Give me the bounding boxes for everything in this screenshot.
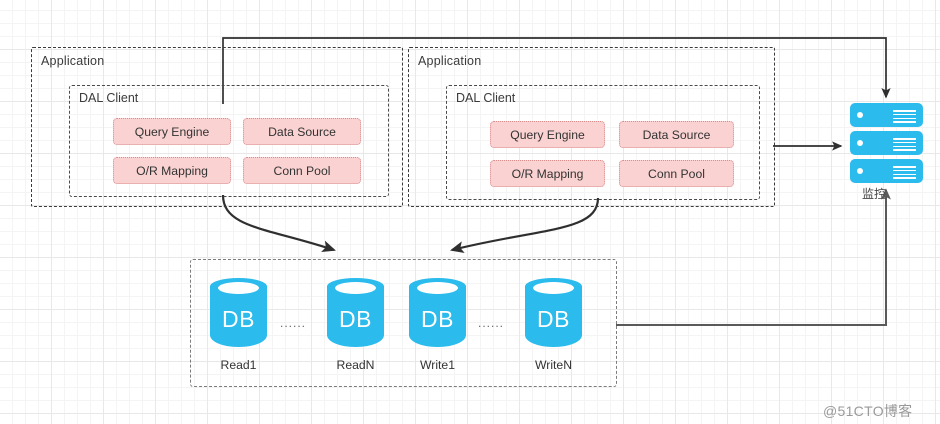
connector-db-to-server-monitor [616, 188, 891, 326]
dal-client-box-right: DAL Client [446, 85, 760, 200]
database-icon: DB [409, 278, 466, 355]
application-box-left: Application [31, 47, 403, 207]
database-icon-text: DB [339, 306, 372, 332]
database-caption-write1: Write1 [420, 358, 455, 372]
dal-client-box-left: DAL Client [69, 85, 389, 197]
monitor-connector-label: 监控 [862, 187, 887, 201]
database-icon: DB [327, 278, 384, 355]
database-icon-text: DB [222, 306, 255, 332]
database-separator-2: ...... [478, 316, 505, 330]
database-icon-text: DB [421, 306, 454, 332]
database-icon-text: DB [537, 306, 570, 332]
database-icon: DB [525, 278, 582, 355]
database-write1[interactable]: DB Write1 [409, 278, 466, 372]
dal-client-label-left: DAL Client [79, 91, 139, 105]
server-unit-3 [850, 159, 923, 183]
application-box-right: Application [408, 47, 775, 207]
component-or-mapping-right[interactable]: O/R Mapping [490, 160, 605, 187]
database-writen[interactable]: DB WriteN [525, 278, 582, 372]
server-vents-icon [893, 166, 916, 181]
server-vents-icon [893, 110, 916, 125]
database-separator-1: ...... [280, 316, 307, 330]
database-icon: DB [210, 278, 267, 355]
component-conn-pool-right[interactable]: Conn Pool [619, 160, 734, 187]
database-caption-readn: ReadN [336, 358, 375, 372]
server-led-icon [857, 112, 863, 118]
database-caption-read1: Read1 [220, 358, 257, 372]
component-query-engine-left[interactable]: Query Engine [113, 118, 231, 145]
application-label-left: Application [41, 54, 105, 68]
server-vents-icon [893, 138, 916, 153]
dal-client-label-right: DAL Client [456, 91, 516, 105]
server-led-icon [857, 168, 863, 174]
database-caption-writen: WriteN [534, 358, 572, 372]
component-or-mapping-left[interactable]: O/R Mapping [113, 157, 231, 184]
server-rack-icon[interactable] [850, 103, 923, 187]
component-data-source-right[interactable]: Data Source [619, 121, 734, 148]
watermark: @51CTO博客 [823, 403, 913, 419]
database-read1[interactable]: DB Read1 [210, 278, 267, 372]
database-group-box [190, 259, 617, 387]
server-unit-1 [850, 103, 923, 127]
application-label-right: Application [418, 54, 482, 68]
server-led-icon [857, 140, 863, 146]
database-readn[interactable]: DB ReadN [327, 278, 384, 372]
component-data-source-left[interactable]: Data Source [243, 118, 361, 145]
server-unit-2 [850, 131, 923, 155]
component-query-engine-right[interactable]: Query Engine [490, 121, 605, 148]
component-conn-pool-left[interactable]: Conn Pool [243, 157, 361, 184]
